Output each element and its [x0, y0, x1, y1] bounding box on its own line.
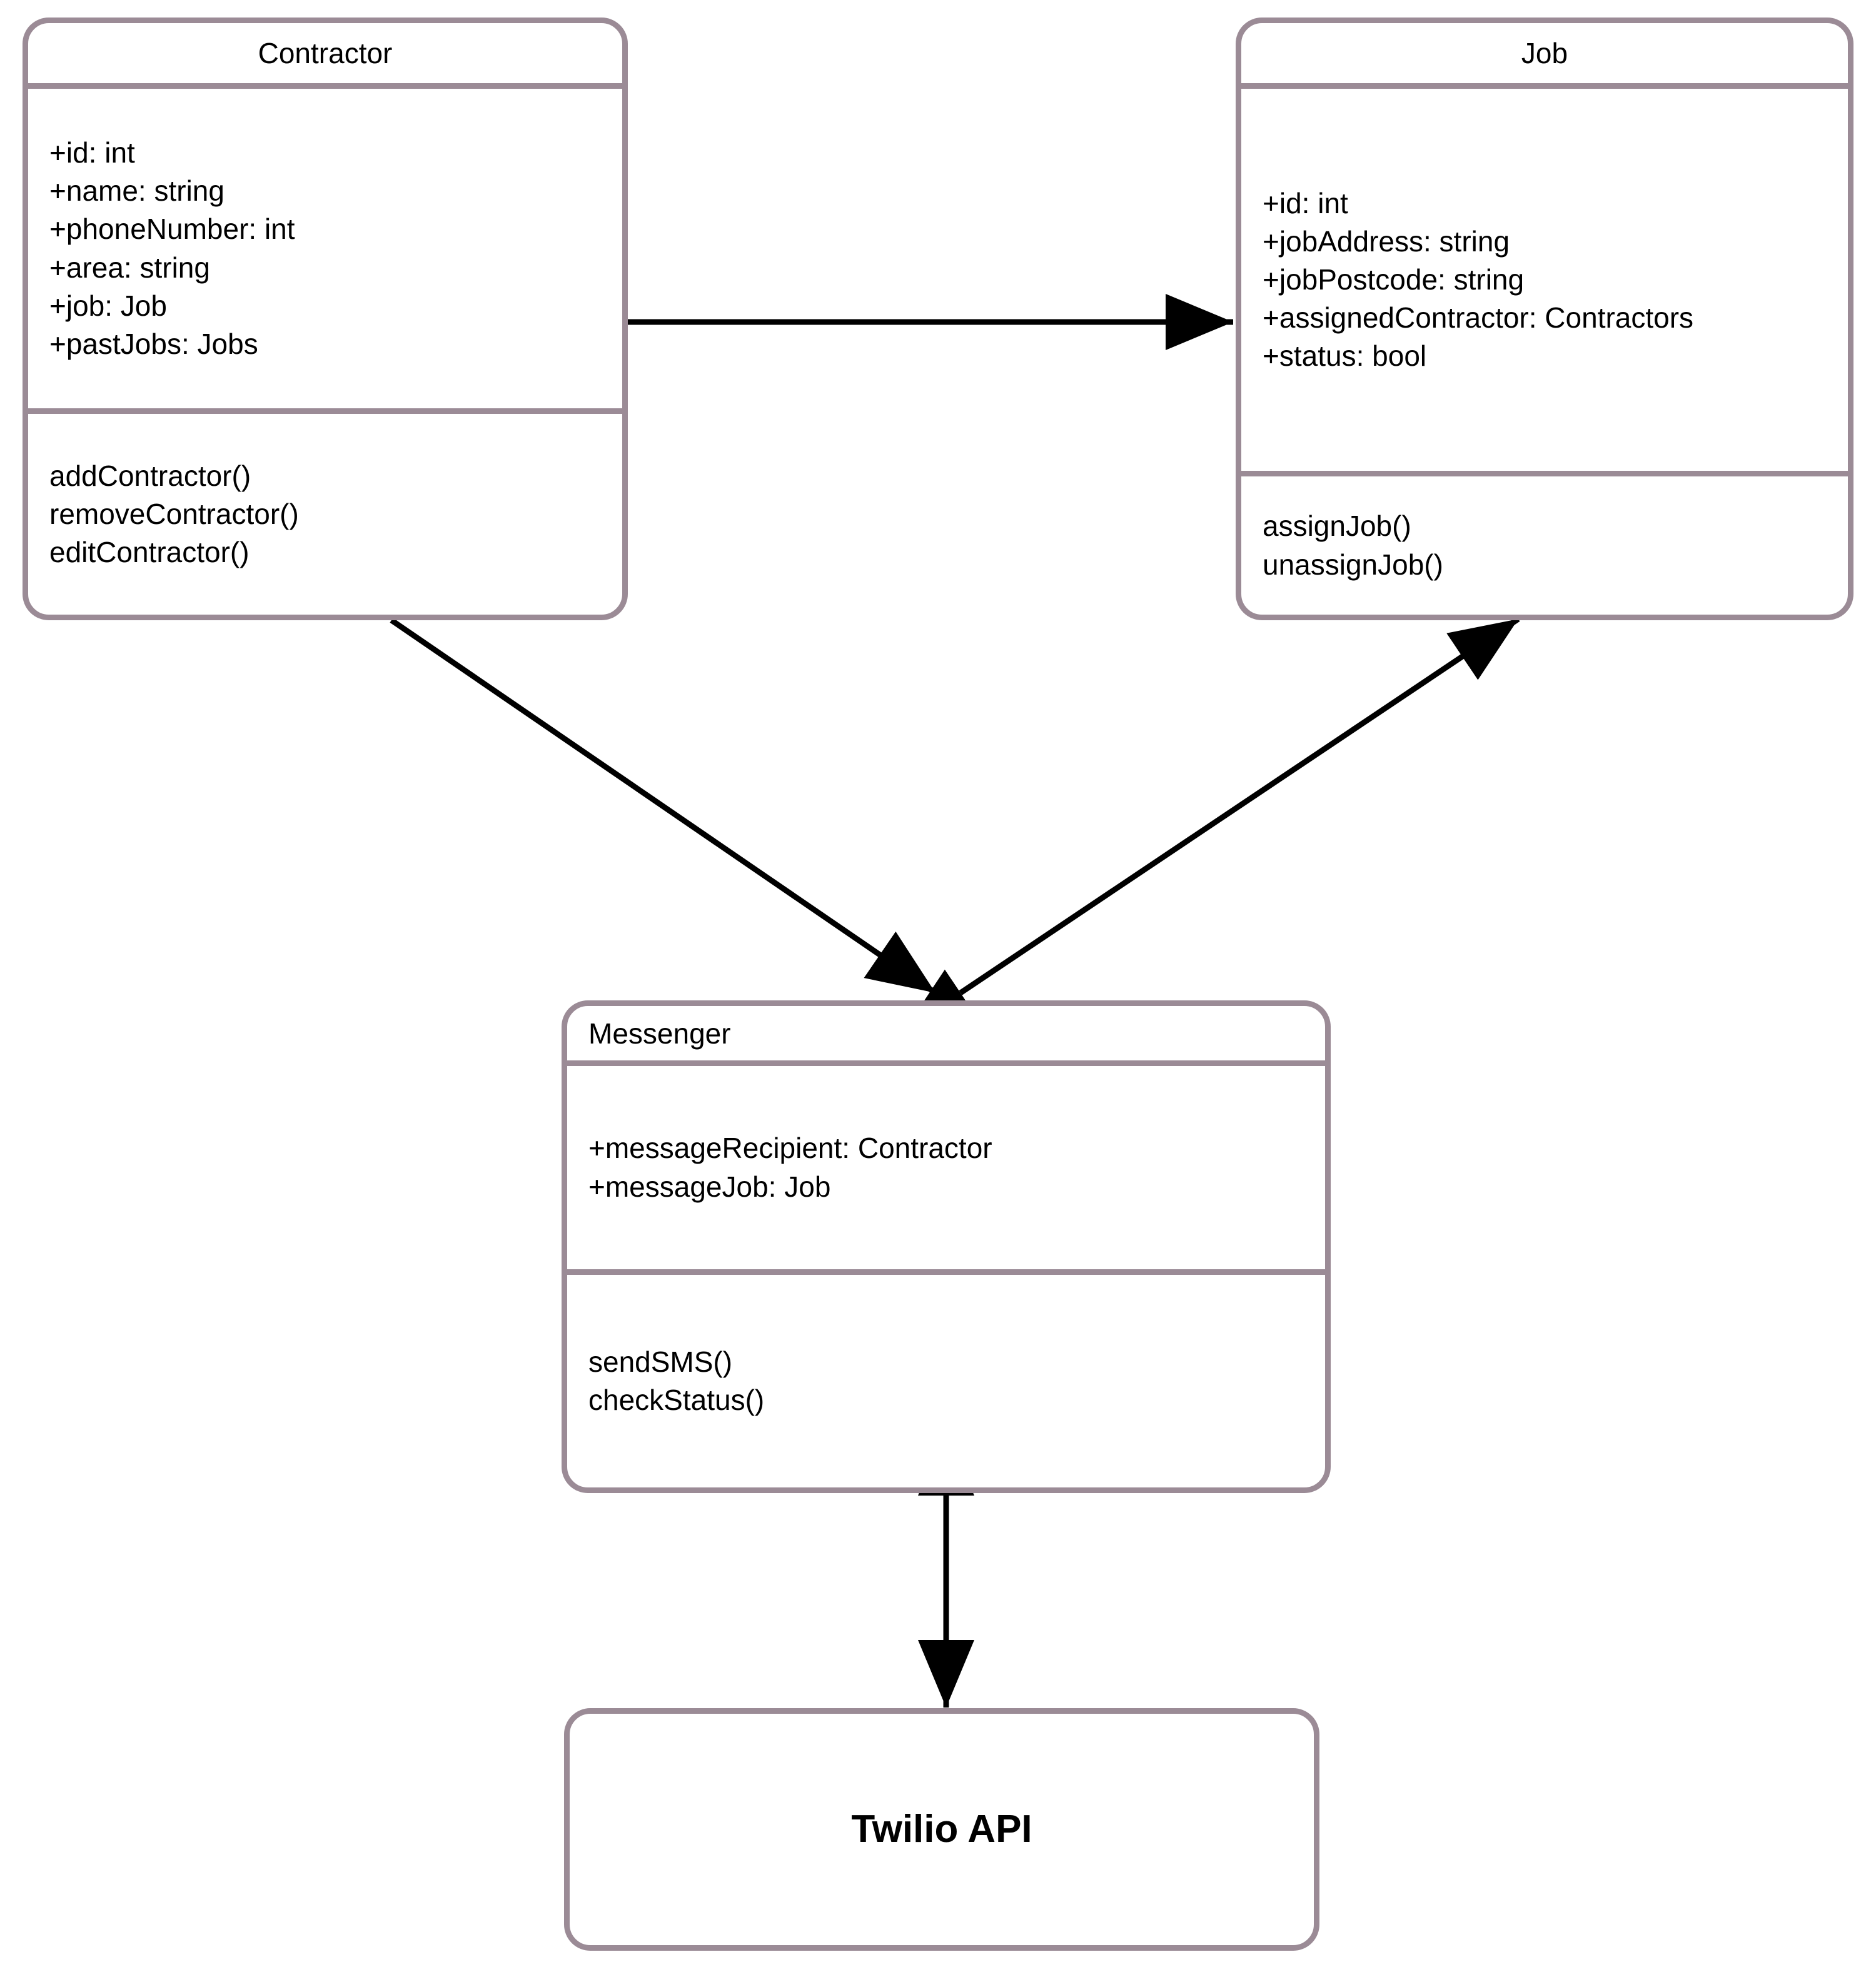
attribute-row: +id: int: [1263, 186, 1348, 219]
method-row: checkStatus(): [588, 1384, 765, 1416]
class-methods-messenger: sendSMS() checkStatus(): [567, 1275, 1325, 1487]
attribute-row: +id: int: [49, 136, 135, 169]
class-attributes-messenger: +messageRecipient: Contractor +messageJo…: [567, 1066, 1325, 1275]
class-attributes-contractor: +id: int +name: string +phoneNumber: int…: [28, 89, 622, 414]
method-row: editContractor(): [49, 536, 250, 569]
class-title-messenger: Messenger: [567, 1006, 1325, 1066]
class-box-messenger[interactable]: Messenger +messageRecipient: Contractor …: [562, 1000, 1331, 1493]
connector-messenger-job: [904, 616, 1520, 1031]
attribute-row: +messageJob: Job: [588, 1170, 831, 1203]
class-box-contractor[interactable]: Contractor +id: int +name: string +phone…: [23, 18, 628, 620]
attribute-row: +jobPostcode: string: [1263, 263, 1525, 296]
method-row: unassignJob(): [1263, 548, 1443, 581]
attribute-row: +status: bool: [1263, 340, 1427, 373]
attribute-row: +assignedContractor: Contractors: [1263, 301, 1694, 335]
attribute-row: +messageRecipient: Contractor: [588, 1132, 992, 1165]
external-system-box-twilio-api[interactable]: Twilio API: [564, 1708, 1319, 1951]
external-system-label: Twilio API: [851, 1808, 1032, 1851]
class-title-contractor: Contractor: [28, 23, 622, 89]
attribute-row: +name: string: [49, 174, 224, 208]
connector-contractor-messenger: [390, 618, 937, 995]
attribute-row: +job: Job: [49, 289, 167, 322]
attribute-row: +pastJobs: Jobs: [49, 327, 258, 360]
class-methods-contractor: addContractor() removeContractor() editC…: [28, 414, 622, 615]
class-attributes-job: +id: int +jobAddress: string +jobPostcod…: [1241, 89, 1848, 476]
method-row: sendSMS(): [588, 1345, 733, 1378]
method-row: assignJob(): [1263, 510, 1411, 543]
class-methods-job: assignJob() unassignJob(): [1241, 476, 1848, 615]
method-row: addContractor(): [49, 459, 251, 492]
attribute-row: +phoneNumber: int: [49, 213, 295, 246]
attribute-row: +jobAddress: string: [1263, 224, 1510, 258]
class-box-job[interactable]: Job +id: int +jobAddress: string +jobPos…: [1236, 18, 1853, 620]
attribute-row: +area: string: [49, 251, 210, 284]
class-title-job: Job: [1241, 23, 1848, 89]
method-row: removeContractor(): [49, 497, 299, 530]
